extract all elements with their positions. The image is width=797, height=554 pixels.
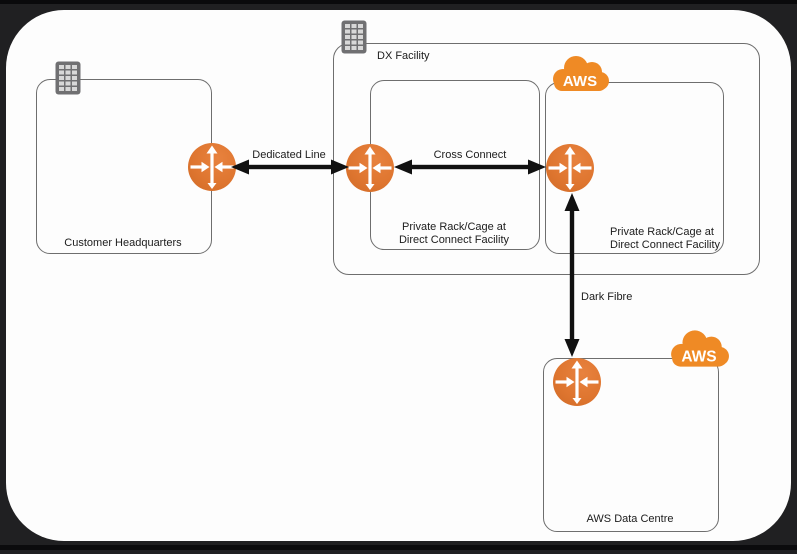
- top-letterbox-bar: [0, 0, 797, 4]
- router-icon: [553, 358, 601, 406]
- bottom-letterbox-bar: [0, 545, 797, 550]
- cross-connect-label: Cross Connect: [433, 149, 507, 161]
- private-rack-right-label-line2: Direct Connect Facility: [610, 239, 721, 251]
- aws-cloud-icon: AWS: [550, 55, 610, 93]
- aws-cloud-icon: AWS: [668, 329, 730, 369]
- customer-hq-box: [36, 79, 212, 254]
- dedicated-line-label: Dedicated Line: [252, 149, 326, 161]
- customer-hq-label: Customer Headquarters: [64, 237, 182, 249]
- dx-facility-box: [333, 43, 760, 275]
- diagram-canvas: [6, 10, 791, 541]
- router-icon: [188, 143, 236, 191]
- private-rack-left-label-line2: Direct Connect Facility: [398, 234, 510, 246]
- dark-fibre-label: Dark Fibre: [581, 291, 633, 303]
- aws-cloud-label: AWS: [563, 73, 597, 90]
- private-rack-right-label-line1: Private Rack/Cage at: [610, 226, 714, 238]
- private-rack-right-label: Private Rack/Cage at Direct Connect Faci…: [610, 226, 720, 252]
- private-rack-left-label-line1: Private Rack/Cage at: [402, 221, 506, 233]
- dx-facility-label: DX Facility: [377, 50, 430, 62]
- router-icon: [546, 144, 594, 192]
- private-rack-left-label: Private Rack/Cage at Direct Connect Faci…: [370, 221, 538, 247]
- router-icon: [346, 144, 394, 192]
- building-icon: [341, 20, 367, 54]
- aws-data-centre-box: [543, 358, 719, 532]
- aws-data-centre-label: AWS Data Centre: [586, 513, 674, 525]
- aws-cloud-label: AWS: [681, 348, 716, 365]
- building-icon: [55, 61, 81, 95]
